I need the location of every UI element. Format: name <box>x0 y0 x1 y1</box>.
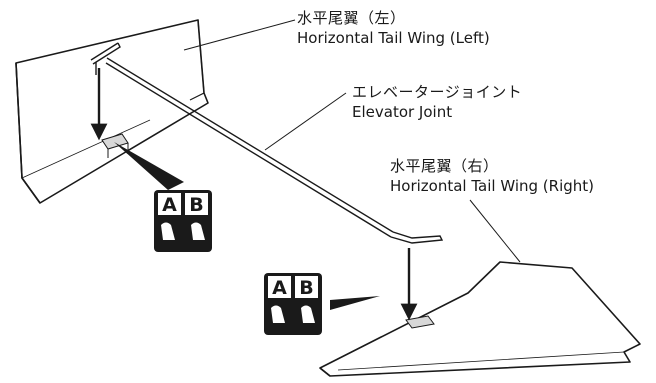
right-badge-pointer <box>330 296 380 310</box>
elevator-joint-rod <box>90 42 444 244</box>
left-tail-wing <box>15 19 209 204</box>
right-wing-label-ja: 水平尾翼（右） <box>390 157 499 175</box>
elevator-joint-label: エレベータージョイント Elevator Joint <box>352 82 522 122</box>
elevator-joint-label-ja: エレベータージョイント <box>352 83 523 101</box>
left-badge-pointer <box>114 142 184 190</box>
right-wing-label: 水平尾翼（右） Horizontal Tail Wing (Right) <box>390 156 594 196</box>
left-ab-badge: A B <box>154 190 212 252</box>
left-wing-label-en: Horizontal Tail Wing (Left) <box>297 29 490 47</box>
left-wing-label-ja: 水平尾翼（左） <box>297 9 406 27</box>
left-joint-slot <box>101 133 129 158</box>
right-tail-wing <box>319 261 641 377</box>
elevator-joint-label-en: Elevator Joint <box>352 103 453 121</box>
right-badge-letter-a: A <box>272 277 287 299</box>
left-badge-letter-b: B <box>189 194 203 216</box>
left-badge-letter-a: A <box>162 194 177 216</box>
leader-lines <box>183 19 521 263</box>
right-badge-letter-b: B <box>299 277 313 299</box>
right-wing-label-en: Horizontal Tail Wing (Right) <box>390 177 595 195</box>
right-ab-badge: A B <box>264 273 322 335</box>
left-wing-label: 水平尾翼（左） Horizontal Tail Wing (Left) <box>297 8 490 48</box>
